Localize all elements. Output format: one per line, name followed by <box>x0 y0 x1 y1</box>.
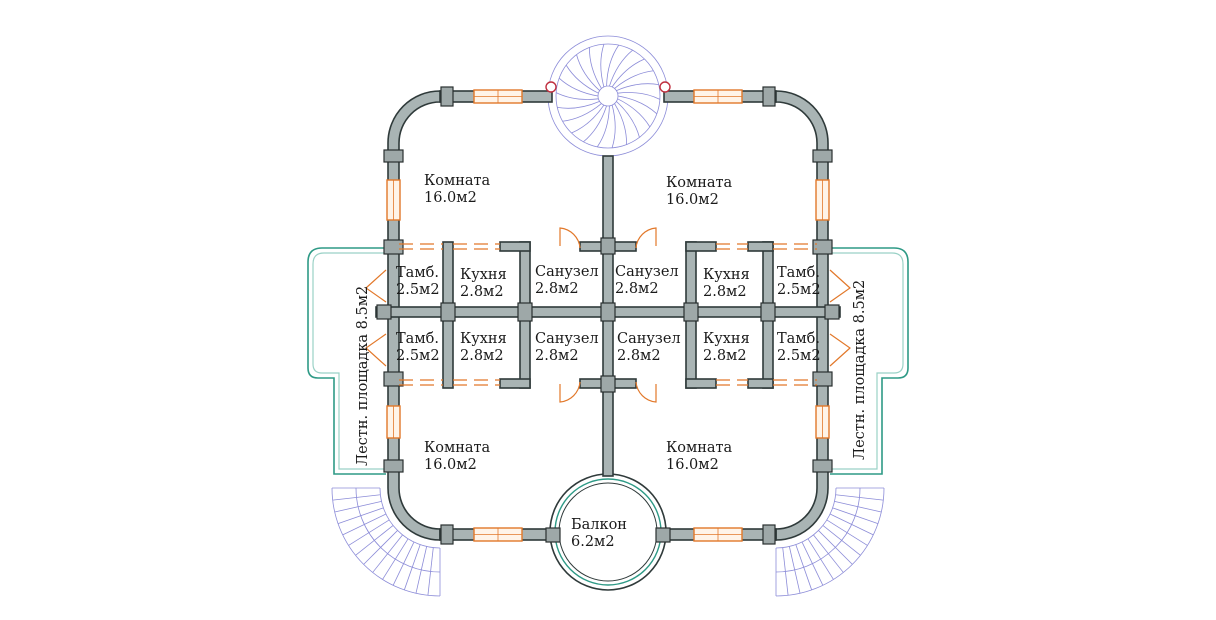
r1-c5-area: 2.8м2 <box>703 284 747 300</box>
window-top-right <box>693 89 743 104</box>
labels: Комната 16.0м2 Комната 16.0м2 Комната 16… <box>355 173 868 550</box>
r1-c3-name: Санузел <box>535 264 599 280</box>
r2-c2-name: Кухня <box>460 331 507 347</box>
r1-c4-area: 2.8м2 <box>615 281 659 297</box>
r1-c1-name: Тамб. <box>396 265 439 281</box>
r1-c6-name: Тамб. <box>777 265 820 281</box>
r2-c5-name: Кухня <box>703 331 750 347</box>
r1-c4-name: Санузел <box>615 264 679 280</box>
landing-right-label: Лестн. площадка 8.5м2 <box>852 280 868 460</box>
room-ne-area: 16.0м2 <box>666 192 719 208</box>
windows <box>386 89 830 542</box>
r2-c1-name: Тамб. <box>396 331 439 347</box>
window-top-left <box>473 89 523 104</box>
marker-right <box>659 81 671 93</box>
r1-c2-area: 2.8м2 <box>460 284 504 300</box>
marker-left <box>545 81 557 93</box>
r1-c6-area: 2.5м2 <box>777 282 821 298</box>
r2-c3-name: Санузел <box>535 331 599 347</box>
room-nw-area: 16.0м2 <box>424 190 477 206</box>
landing-left-outline <box>307 247 386 475</box>
room-se-name: Комната <box>666 440 733 456</box>
room-se-area: 16.0м2 <box>666 457 719 473</box>
dashed-partitions <box>399 243 817 386</box>
room-ne-name: Комната <box>666 175 733 191</box>
r2-c4-area: 2.8м2 <box>617 348 661 364</box>
spiral-stair-top <box>547 35 669 157</box>
window-bottom-right <box>693 527 743 542</box>
balcony-area: 6.2м2 <box>571 534 615 550</box>
r2-c3-area: 2.8м2 <box>535 348 579 364</box>
window-right-upper <box>815 179 830 221</box>
window-left-upper <box>386 179 401 221</box>
stair-bottom-left <box>331 487 441 597</box>
room-sw-area: 16.0м2 <box>424 457 477 473</box>
r2-c1-area: 2.5м2 <box>396 348 440 364</box>
r1-c2-name: Кухня <box>460 267 507 283</box>
room-sw-name: Комната <box>424 440 491 456</box>
landing-left-label: Лестн. площадка 8.5м2 <box>355 286 371 466</box>
r2-c5-area: 2.8м2 <box>703 348 747 364</box>
room-nw-name: Комната <box>424 173 491 189</box>
r1-c5-name: Кухня <box>703 267 750 283</box>
r1-c3-area: 2.8м2 <box>535 281 579 297</box>
window-right-lower <box>815 405 830 439</box>
landing-right-outline <box>830 247 909 475</box>
stair-bottom-right <box>775 487 885 597</box>
r1-c1-area: 2.5м2 <box>396 282 440 298</box>
door-swings <box>365 227 851 403</box>
r2-c6-name: Тамб. <box>777 331 820 347</box>
window-bottom-left <box>473 527 523 542</box>
r2-c6-area: 2.5м2 <box>777 348 821 364</box>
window-left-lower <box>386 405 401 439</box>
r2-c2-area: 2.8м2 <box>460 348 504 364</box>
columns <box>376 86 840 545</box>
balcony-name: Балкон <box>571 517 627 533</box>
r2-c4-name: Санузел <box>617 331 681 347</box>
